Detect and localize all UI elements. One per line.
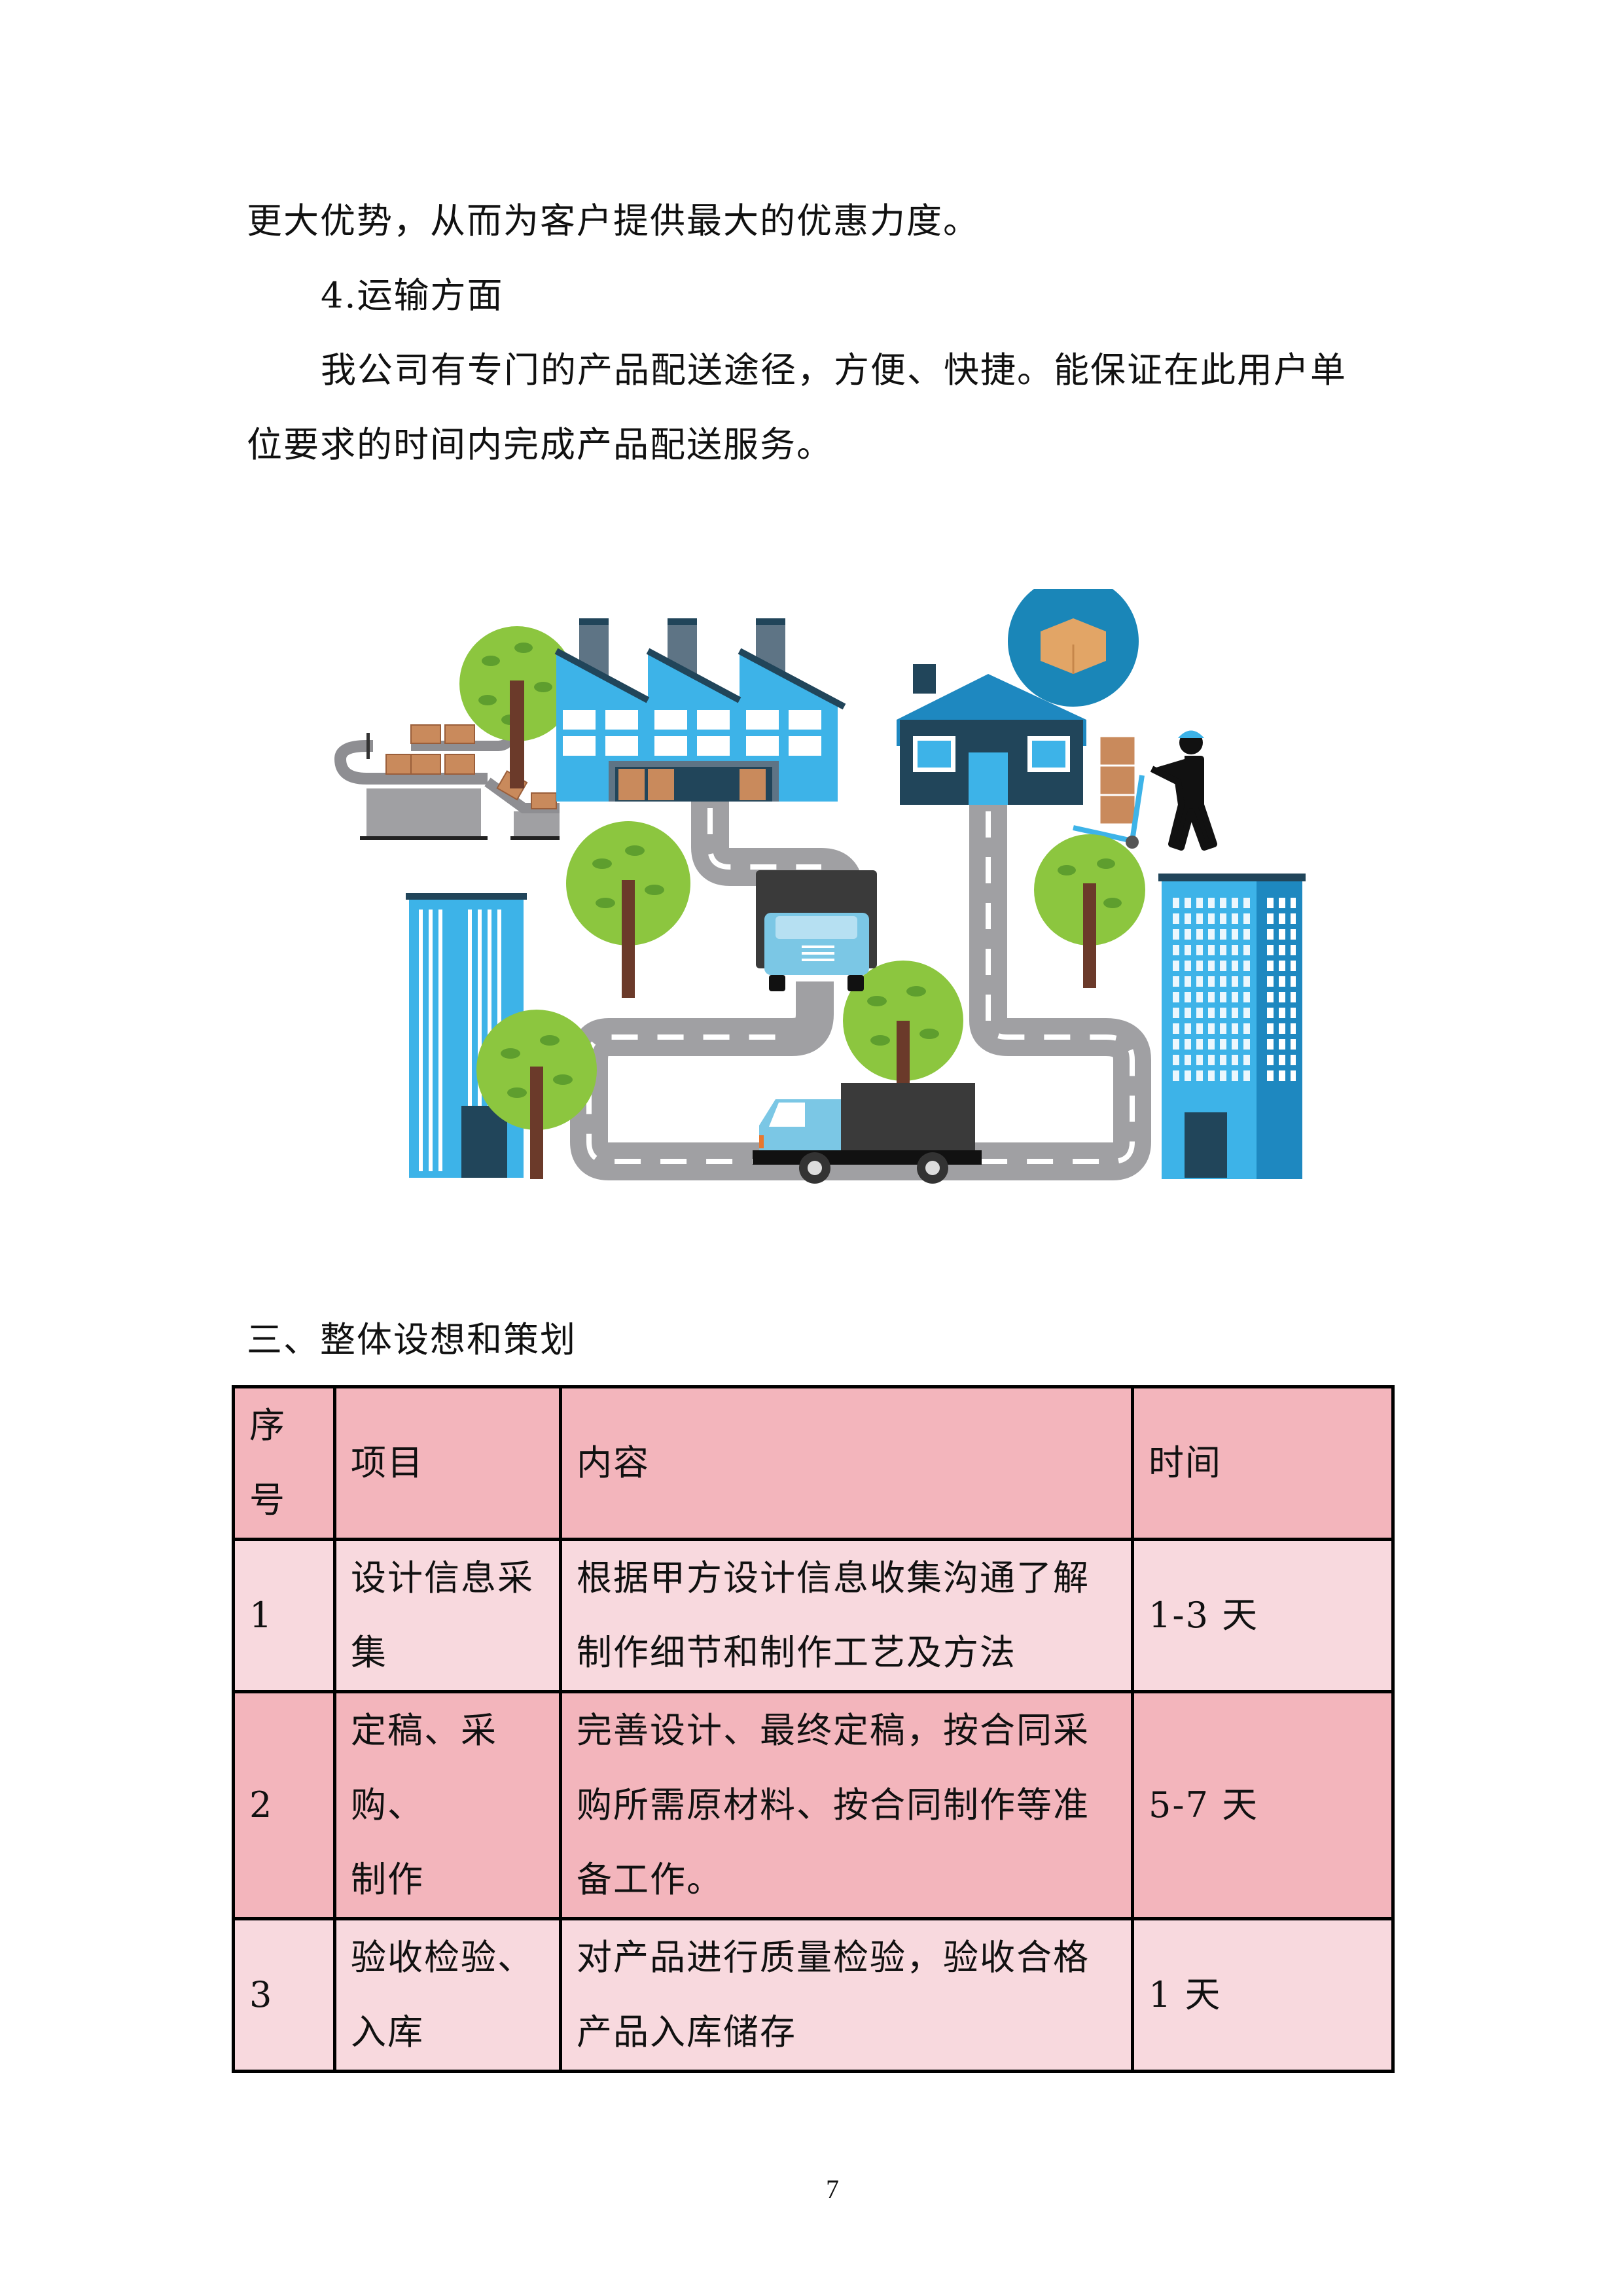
header-cell-item: 项目: [333, 1385, 562, 1541]
cell-time: 1-3 天: [1131, 1538, 1395, 1693]
factory-icon: [554, 618, 846, 802]
cell-content: 完善设计、最终定稿，按合同采 购所需原材料、按合同制作等准 备工作。: [559, 1690, 1134, 1920]
subheading-transport: 4.运输方面: [321, 275, 504, 316]
tree-icon: [566, 821, 690, 998]
delivery-man-icon: [1073, 730, 1217, 851]
conveyor-icon: [334, 724, 560, 840]
tree-icon: [1034, 834, 1145, 988]
body-text-line: 更大优势，从而为客户提供最大的优惠力度。: [247, 200, 980, 241]
body-text-line: 我公司有专门的产品配送途径，方便、快捷。能保证在此用户单: [321, 349, 1347, 391]
truck-front-icon: [756, 870, 877, 991]
plan-table: 序 号 项目 内容 时间 1 设计信息采 集 根据甲方设计信息收集沟通了解 制作…: [232, 1385, 1395, 2073]
cell-item: 验收检验、 入库: [333, 1917, 562, 2073]
header-cell-time: 时间: [1131, 1385, 1395, 1541]
house-icon: [897, 664, 1086, 805]
tree-icon: [459, 626, 575, 788]
page-number: 7: [826, 2174, 839, 2204]
table-row: 2 定稿、采购、 制作 完善设计、最终定稿，按合同采 购所需原材料、按合同制作等…: [232, 1690, 1395, 1920]
truck-side-icon: [753, 1083, 982, 1184]
section-heading: 三、整体设想和策划: [247, 1319, 577, 1360]
cell-time: 5-7 天: [1131, 1690, 1395, 1920]
building-icon: [1158, 874, 1306, 1179]
header-cell-content: 内容: [559, 1385, 1134, 1541]
package-badge-icon: [1008, 589, 1139, 707]
tree-icon: [476, 1010, 597, 1179]
table-row: 3 验收检验、 入库 对产品进行质量检验，验收合格 产品入库储存 1 天: [232, 1917, 1395, 2073]
logistics-illustration: [334, 589, 1306, 1184]
table-row: 1 设计信息采 集 根据甲方设计信息收集沟通了解 制作细节和制作工艺及方法 1-…: [232, 1538, 1395, 1693]
cell-no: 3: [232, 1917, 336, 2073]
tree-icon: [843, 961, 963, 1083]
body-text-line: 位要求的时间内完成产品配送服务。: [247, 424, 833, 465]
cell-no: 2: [232, 1690, 336, 1920]
table-header-row: 序 号 项目 内容 时间: [232, 1385, 1395, 1541]
cell-item: 定稿、采购、 制作: [333, 1690, 562, 1920]
cell-time: 1 天: [1131, 1917, 1395, 2073]
cell-no: 1: [232, 1538, 336, 1693]
cell-content: 对产品进行质量检验，验收合格 产品入库储存: [559, 1917, 1134, 2073]
cell-item: 设计信息采 集: [333, 1538, 562, 1693]
cell-content: 根据甲方设计信息收集沟通了解 制作细节和制作工艺及方法: [559, 1538, 1134, 1693]
header-cell-no: 序 号: [232, 1385, 336, 1541]
